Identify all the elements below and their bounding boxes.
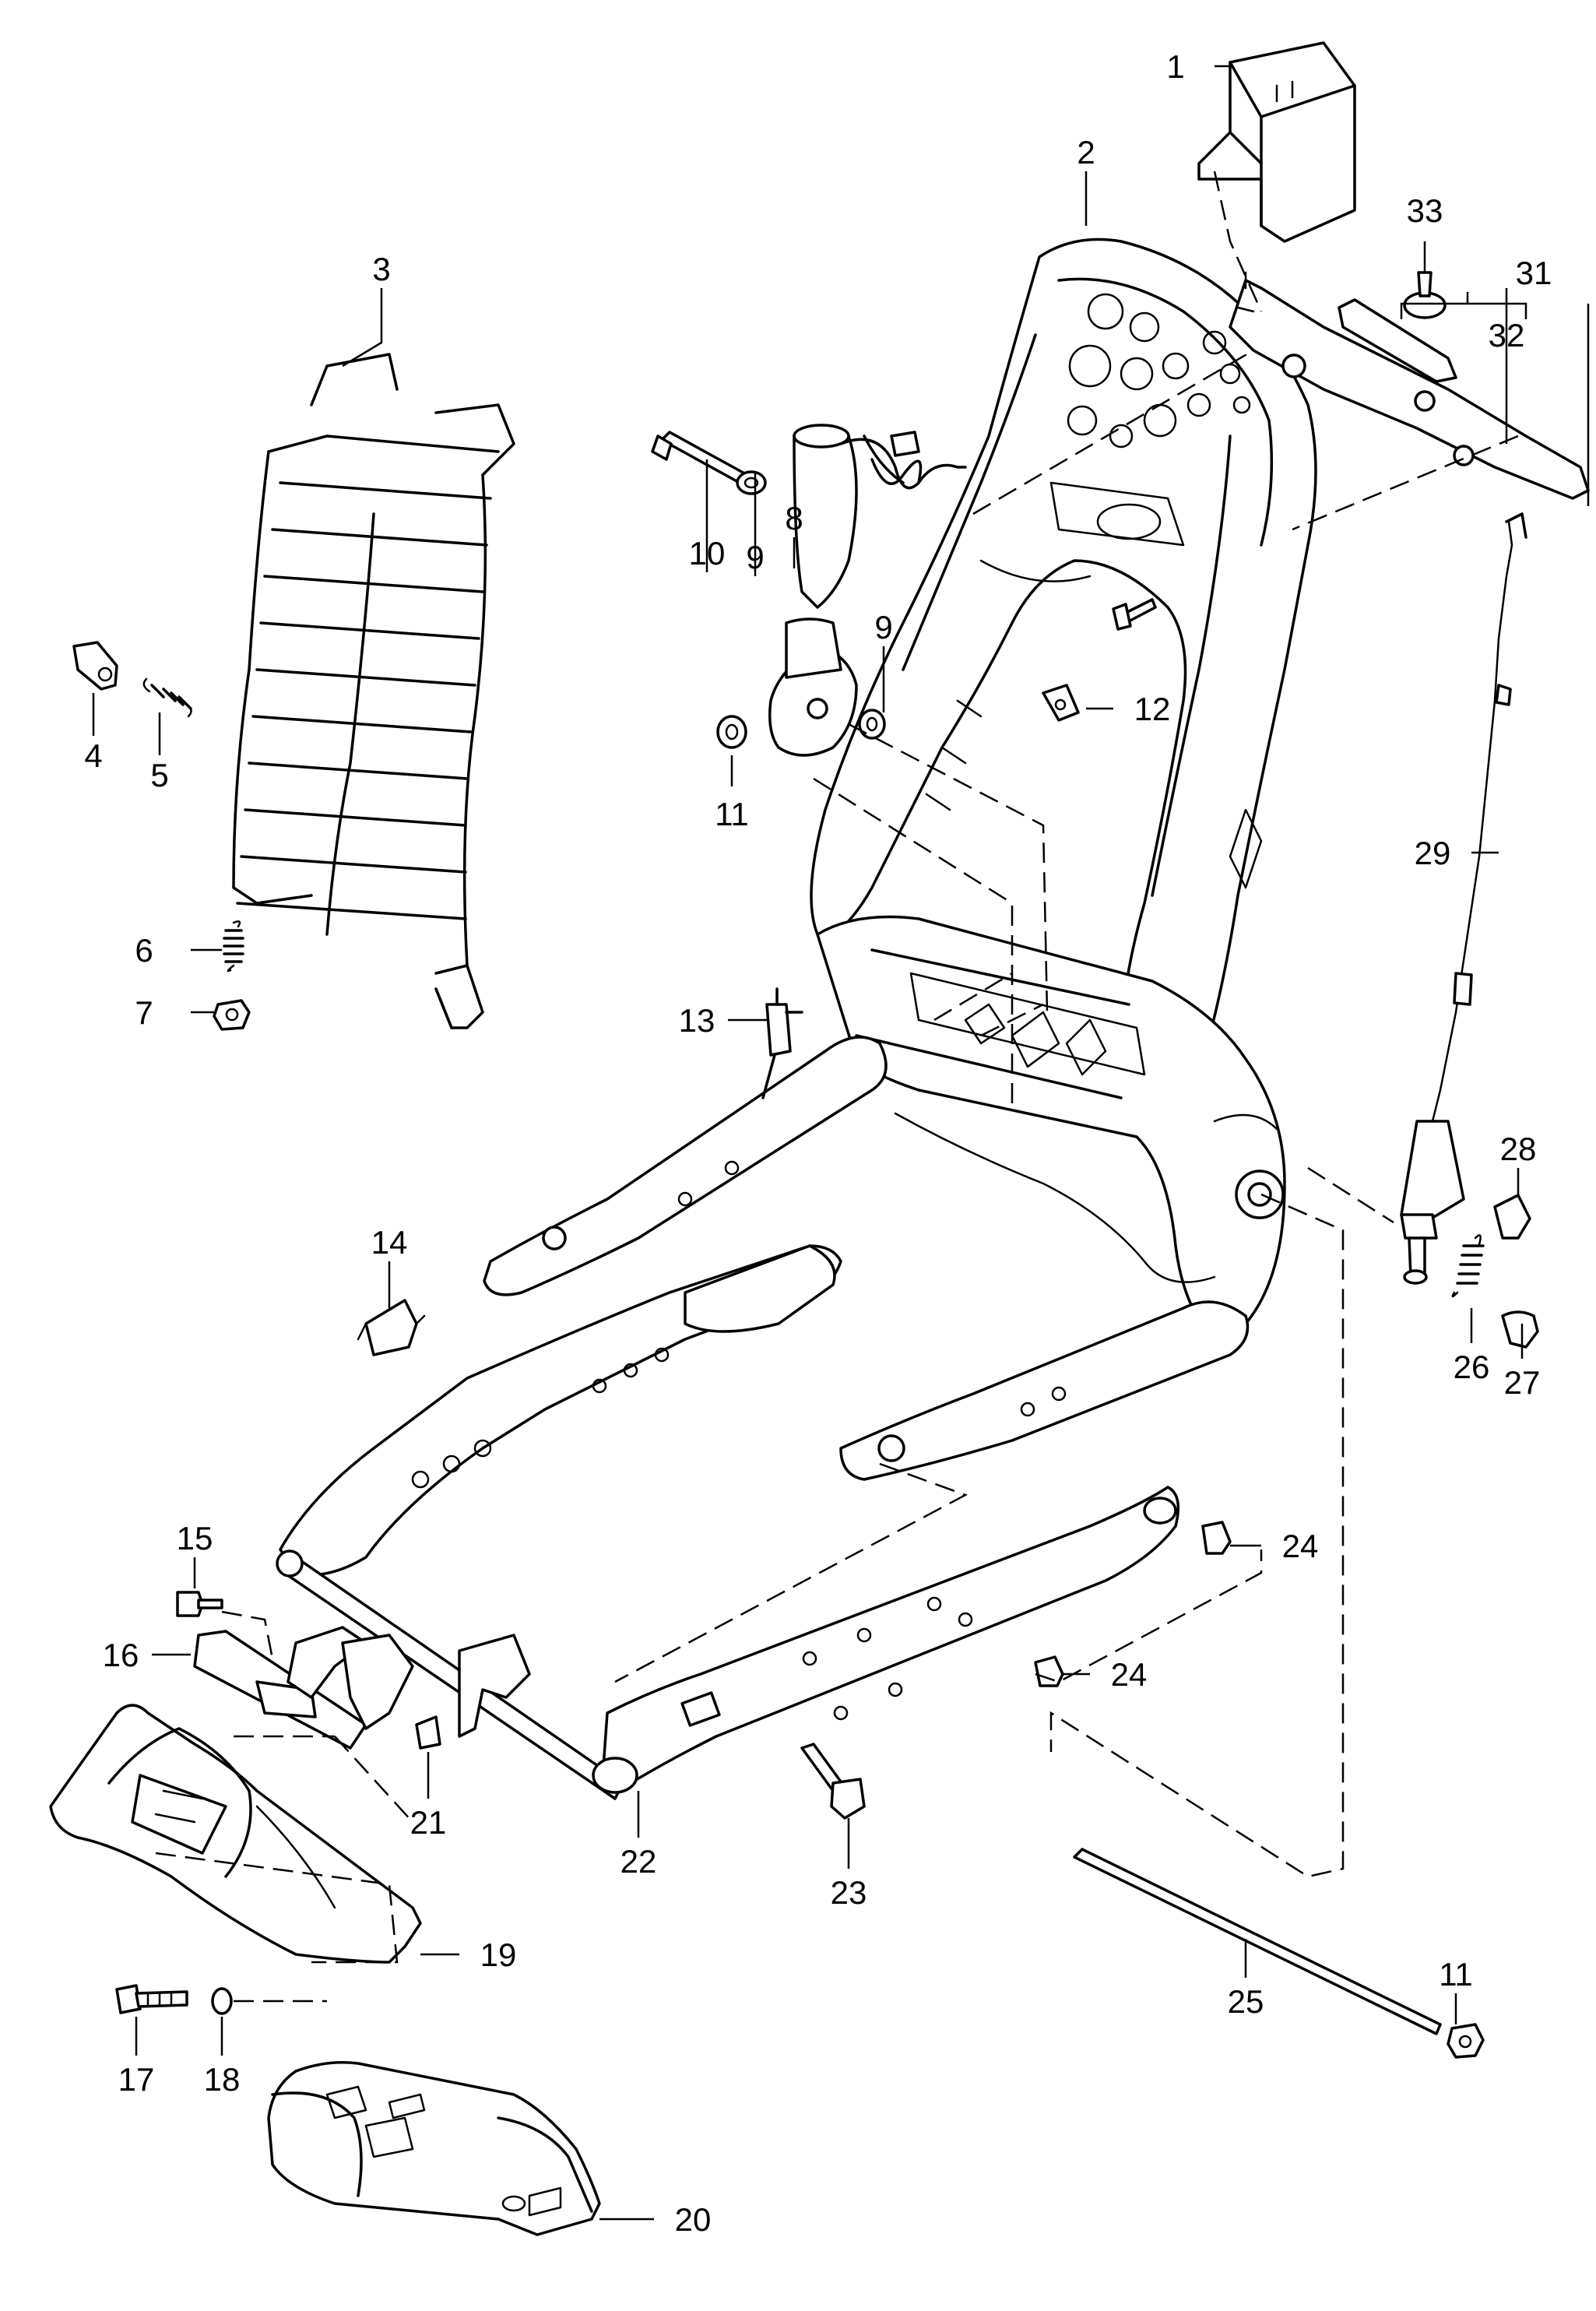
part-3-spring-mat [232,353,515,1029]
callout-28: 28 [1500,1131,1537,1167]
part-14-clip [357,1299,426,1356]
part-19-trim-cover [49,1704,422,1964]
part-bolt-center [1112,598,1157,631]
callout-23: 23 [831,1874,867,1911]
callout-24b: 24 [1111,1656,1148,1693]
part-24-bolt-b [1034,1655,1064,1687]
part-28-bracket [1400,1120,1531,1285]
callout-labels: 1 2 3 4 5 6 7 8 9 9 10 11 11 12 13 14 15… [84,48,1552,2238]
part-16-bracket-plate [193,1626,414,1750]
part-6-spring [223,920,244,973]
callout-9b: 9 [874,609,892,645]
callout-22: 22 [620,1843,657,1880]
callout-32: 32 [1489,317,1525,354]
part-24-bolt-a [1201,1521,1232,1555]
part-8-motor [768,424,967,757]
callout-4: 4 [84,737,102,774]
part-26-spring [1451,1234,1485,1298]
callout-13: 13 [679,1002,715,1039]
part-5-spring [142,677,192,718]
callout-20: 20 [675,2201,712,2238]
callout-24a: 24 [1282,1528,1319,1564]
assembly-guide-lines [155,171,1519,2003]
callout-3: 3 [372,251,390,287]
callout-1: 1 [1166,48,1184,85]
callout-19: 19 [480,1936,517,1973]
callout-26: 26 [1454,1349,1490,1385]
part-7-nut [213,999,251,1031]
part-4-clip [72,641,118,691]
part-1-cover [1197,41,1356,243]
callout-31: 31 [1516,255,1552,291]
callout-29: 29 [1415,835,1451,871]
callout-17: 17 [118,2061,155,2098]
callout-25: 25 [1228,1983,1264,2020]
right-rail-arm [839,1300,1250,1481]
part-22-base-frame [276,1244,1180,1800]
part-9-bushing-b [858,709,886,740]
part-9-bushing-a [736,470,767,495]
part-15-screw [176,1591,223,1617]
part-25-rod [1073,1848,1442,2035]
callout-16: 16 [103,1637,139,1673]
part-23-bolt [800,1743,866,1820]
callout-33: 33 [1407,192,1443,229]
part-29-cable [1423,512,1527,1153]
part-18-washer [211,1987,233,2015]
part-10-bolt [651,431,749,484]
part-11-nut-b [1447,2023,1485,2059]
callout-15: 15 [177,1520,213,1556]
callout-11b: 11 [1439,1956,1473,1993]
part-20-spray-can [267,2061,601,2236]
callout-11a: 11 [715,796,749,832]
part-12-clip [1042,684,1080,722]
part-21-clip [415,1715,441,1750]
callout-27: 27 [1504,1364,1541,1401]
part-2-backrest-frame [810,237,1317,1123]
callout-2: 2 [1077,134,1095,171]
left-rail-arm [483,1036,888,1296]
part-17-bolt [115,1984,188,2014]
callout-5: 5 [150,757,168,793]
leader-lines [92,65,1590,2221]
callout-21: 21 [410,1804,447,1841]
callout-12: 12 [1134,691,1171,727]
callout-7: 7 [135,994,153,1031]
callout-18: 18 [204,2061,241,2098]
part-27-cap [1501,1310,1539,1349]
part-11-washer-a [716,715,747,749]
part-33-bolt [1403,271,1447,319]
callout-6: 6 [135,932,153,969]
callout-9a: 9 [746,539,764,575]
seat-lower-frame [816,915,1286,1341]
callout-8: 8 [785,500,803,536]
callout-10: 10 [689,535,726,572]
part-13-release-handle [761,987,803,1099]
callout-14: 14 [371,1224,408,1261]
